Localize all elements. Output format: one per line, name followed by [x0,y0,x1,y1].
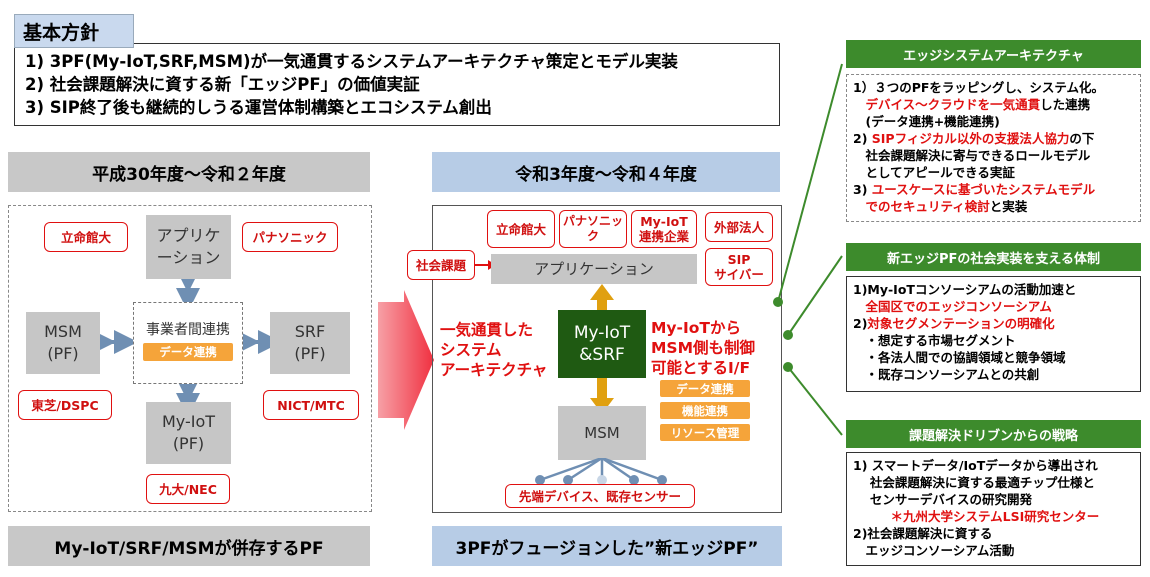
text-segment: エッジコンソーシアム活動 [853,543,1015,558]
left-header: 平成30年度～令和２年度 [8,152,370,192]
text-segment: ＊九州大学システムLSI研究センター [890,509,1100,524]
green-connector-lines [773,63,843,436]
text-segment: の下 [1069,131,1095,146]
vertical-double-arrows-icon [590,284,614,414]
tag-toshiba: 東芝/DSPC [18,390,112,420]
mid-tag-ritsumeikan: 立命館大 [487,210,555,248]
text-segment: 社会課題解決に寄与できるロールモデル [853,148,1091,163]
right-box-2-line: 全国区でのエッジコンソーシアム [853,298,1134,315]
text-segment: SIPフィジカル以外の支援法人協力 [871,131,1070,146]
text-segment: 対象セグメンテーションの明確化 [867,316,1055,331]
architecture-caption: 一気通貫した システム アーキテクチャ [440,321,548,379]
orange-tag-resource-mgmt: リソース管理 [660,424,750,441]
right-box-3-line: 1) スマートデータ/IoTデータから導出され [853,457,1134,474]
mid-tag-social-issue: 社会課題 [407,250,475,280]
device-tree-icon [535,458,667,485]
text-segment: ・既存コンソーシアムとの共創 [853,367,1040,382]
right-box-1-line: 1）３つのPFをラッピングし、システム化。 [853,79,1134,96]
tag-kyudai: 九大/NEC [146,474,230,504]
left-myiot-box: My-IoT (PF) [146,402,231,464]
right-box-1-line: 社会課題解決に寄与できるロールモデル [853,147,1134,164]
text-segment: ・各法人間での協調領域と競争領域 [853,350,1066,365]
right-box-1-line: (データ連携+機能連携) [853,113,1134,130]
policy-item-3: 3) SIP終了後も継続的しうる運営体制構築とエコシステム創出 [25,98,492,117]
right-box-1-line: 2) SIPフィジカル以外の支援法人協力の下 [853,130,1134,147]
orange-tag-data-link: データ連携 [660,380,750,397]
mid-tag-myiot-corp: My-IoT 連携企業 [631,210,697,248]
right-box-3-line: 2)社会課題解決に資する [853,525,1134,542]
policy-title: 基本方針 [14,14,134,48]
right-box-2-line: 1)My-IoTコンソーシアムの活動加速と [853,281,1134,298]
left-footer: My-IoT/SRF/MSMが併存するPF [8,526,370,566]
right-box-3: 1) スマートデータ/IoTデータから導出され 社会課題解決に資する最適チップ仕… [846,452,1141,566]
myiot-srf-core-box: My-IoT &SRF [558,310,646,378]
policy-item-1: 1) 3PF(My-IoT,SRF,MSM)が一気通貫するシステムアーキテクチャ… [25,52,678,71]
right-box-3-line: ＊九州大学システムLSI研究センター [853,508,1134,525]
right-box-1-line: でのセキュリティ検討と実装 [853,198,1134,215]
text-segment: 全国区でのエッジコンソーシアム [853,299,1052,314]
right-box-2-line: ・既存コンソーシアムとの共創 [853,366,1134,383]
data-link-tag: データ連携 [143,343,233,361]
policy-box: 1) 3PF(My-IoT,SRF,MSM)が一気通貫するシステムアーキテクチャ… [14,43,780,126]
mid-msm-box: MSM [558,406,646,460]
right-box-1-line: としてアピールできる実証 [853,164,1134,181]
mid-frame [432,205,782,513]
text-segment [853,509,891,524]
text-segment: ユースケースに基づいたシステムモデル [871,182,1096,197]
tag-nict: NICT/MTC [263,390,359,420]
left-msm-box: MSM (PF) [26,312,100,374]
transition-arrow-icon [378,290,434,430]
text-segment: 2) [853,316,868,331]
text-segment: 1)My-IoTコンソーシアムの活動加速と [853,282,1077,297]
right-box-2-line: ・各法人間での協調領域と競争領域 [853,349,1134,366]
text-segment: でのセキュリティ検討 [853,199,990,214]
text-segment: 1）３つのPFをラッピングし、システム化。 [853,80,1105,95]
right-box-3-line: センサーデバイスの研究開発 [853,491,1134,508]
mid-tag-external: 外部法人 [705,212,773,242]
right-box-1-line: 3) ユースケースに基づいたシステムモデル [853,181,1134,198]
mid-tag-sip: SIP サイバー [705,248,773,286]
inter-business-label: 事業者間連携 [146,322,230,338]
right-box-3-line: エッジコンソーシアム活動 [853,542,1134,559]
text-segment: 社会課題解決に資する最適チップ仕様と [853,475,1095,490]
right-box-1-line: デバイス～クラウドを一気通貫した連携 [853,96,1134,113]
right-box-2-line: ・想定する市場セグメント [853,332,1134,349]
text-segment: としてアピールできる実証 [853,165,1015,180]
text-segment: と実装 [989,199,1028,214]
mid-application-box: アプリケーション [491,254,697,284]
text-segment: した連携 [1040,97,1091,112]
left-application-box: アプリケ ーション [146,215,231,279]
interface-caption: My-IoTから MSM側も制御 可能とするI/F [651,319,756,377]
text-segment: 1) スマートデータ/IoTデータから導出され [853,458,1098,473]
right-box-1: 1）３つのPFをラッピングし、システム化。 デバイス～クラウドを一気通貫した連携… [846,74,1141,222]
text-segment: センサーデバイスの研究開発 [853,492,1032,507]
tag-panasonic: パナソニック [242,222,338,252]
right-box-2-line: 2)対象セグメンテーションの明確化 [853,315,1134,332]
text-segment: ・想定する市場セグメント [853,333,1016,348]
right-box-3-line: 社会課題解決に資する最適チップ仕様と [853,474,1134,491]
text-segment: デバイス～クラウドを一気通貫 [853,97,1041,112]
right-header-1: エッジシステムアーキテクチャ [846,40,1141,68]
text-segment: 2) [853,131,872,146]
left-frame [8,205,372,512]
orange-tag-function-link: 機能連携 [660,402,750,419]
right-header-2: 新エッジPFの社会実装を支える体制 [846,243,1141,271]
right-header-3: 課題解決ドリブンからの戦略 [846,420,1141,448]
text-segment: 3) [853,182,872,197]
devices-tag: 先端デバイス、既存センサー [505,484,695,508]
text-segment: (データ連携+機能連携) [853,114,1000,129]
mid-header: 令和3年度～令和４年度 [432,152,780,192]
mid-footer: 3PFがフュージョンした”新エッジPF” [432,526,782,566]
text-segment: 2)社会課題解決に資する [853,526,993,541]
inter-business-box: 事業者間連携 データ連携 [133,302,243,384]
left-srf-box: SRF (PF) [270,312,350,374]
policy-item-2: 2) 社会課題解決に資する新「エッジPF」の価値実証 [25,75,420,94]
tag-ritsumeikan: 立命館大 [44,222,128,252]
mid-tag-panasonic: パナソニック [559,210,627,248]
